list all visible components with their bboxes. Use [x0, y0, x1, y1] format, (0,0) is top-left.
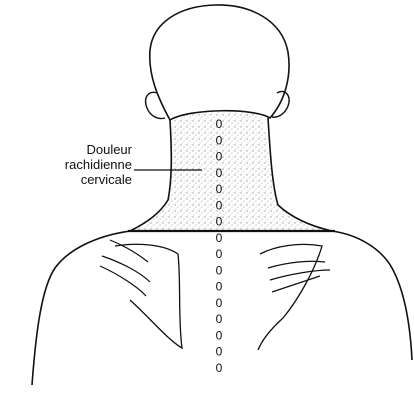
- pain-region-shading: [130, 111, 332, 231]
- vertebra-marker: 0: [216, 280, 223, 294]
- vertebra-marker: 0: [216, 296, 223, 310]
- vertebra-marker: 0: [216, 182, 223, 196]
- vertebra-marker: 0: [216, 117, 223, 131]
- vertebra-marker: 0: [216, 198, 223, 212]
- vertebra-marker: 0: [216, 263, 223, 277]
- vertebra-marker: 0: [216, 150, 223, 164]
- annotation-label: Douleur rachidienne cervicale: [60, 142, 132, 187]
- annotation-line-3: cervicale: [60, 172, 132, 187]
- vertebra-marker: 0: [216, 361, 223, 375]
- left-shoulder-outline: [32, 231, 130, 385]
- vertebra-marker: 0: [216, 345, 223, 359]
- left-scapula-muscle-line: [100, 266, 146, 296]
- left-scapula-muscle-line: [102, 256, 150, 282]
- left-scapula-outline: [115, 244, 182, 348]
- annotation-line-1: Douleur: [60, 142, 132, 157]
- vertebra-marker: 0: [216, 247, 223, 261]
- right-scapula-muscle-line: [272, 276, 320, 292]
- annotation-line-2: rachidienne: [60, 157, 132, 172]
- head-outline: [150, 5, 289, 120]
- vertebra-marker: 0: [216, 166, 223, 180]
- vertebra-marker: 0: [216, 328, 223, 342]
- right-shoulder-outline: [332, 231, 412, 360]
- right-scapula-outline: [258, 244, 322, 350]
- spine-markers: 0 0 0 0 0 0 0 0 0 0 0 0 0 0 0 0: [216, 117, 223, 375]
- vertebra-marker: 0: [216, 215, 223, 229]
- left-scapula-muscle-line: [110, 240, 148, 262]
- vertebra-marker: 0: [216, 312, 223, 326]
- vertebra-marker: 0: [216, 133, 223, 147]
- vertebra-marker: 0: [216, 231, 223, 245]
- right-scapula-muscle-line: [270, 270, 330, 280]
